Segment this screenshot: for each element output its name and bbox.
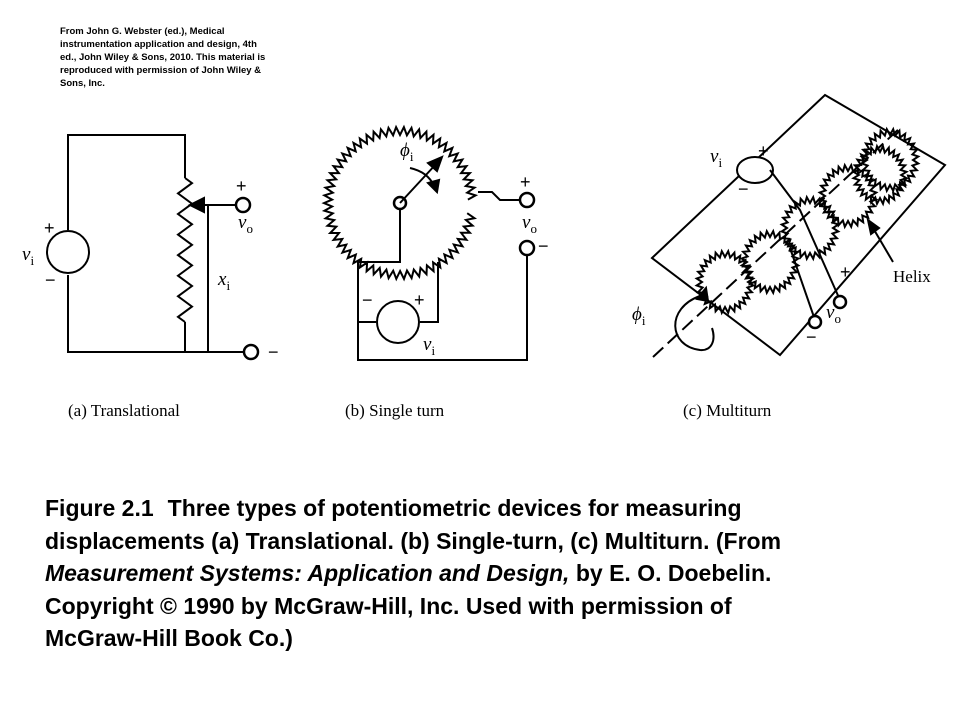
output-terminal-plus	[234, 196, 252, 214]
helix-pointer	[872, 227, 894, 263]
source-voltage-label: vi	[423, 334, 435, 358]
output-plus-sign: +	[236, 176, 247, 196]
caption-line: McGraw-Hill Book Co.)	[45, 625, 293, 651]
helix-label: Helix	[893, 267, 931, 286]
output-minus-sign: −	[538, 236, 549, 256]
circuit-wire	[420, 262, 439, 323]
source-plus-sign: +	[414, 290, 425, 310]
output-terminal-minus	[518, 239, 536, 257]
book-title: Measurement Systems: Application and Des…	[45, 560, 570, 586]
output-terminal-minus	[242, 343, 260, 361]
source-plus-sign: +	[44, 218, 55, 238]
voltage-source	[376, 300, 420, 344]
caption-line: Copyright © 1990 by McGraw-Hill, Inc. Us…	[45, 592, 732, 619]
source-note: From John G. Webster (ed.), Medical inst…	[60, 25, 310, 90]
caption-author: by E. O. Doebelin.	[569, 560, 772, 586]
caption-title: Three types of potentiometric devices fo…	[167, 495, 742, 521]
output-voltage-label: vo	[826, 302, 841, 326]
source-voltage-label: vi	[710, 146, 722, 170]
output-plus-sign: +	[840, 262, 851, 282]
rotation-arrowhead	[695, 285, 710, 303]
angle-label: ϕi	[632, 304, 646, 328]
source-note-line: reproduced with permission of John Wiley…	[60, 65, 262, 76]
output-voltage-label: vo	[238, 212, 253, 236]
circuit-wire	[769, 169, 841, 301]
panel-label-c: (c) Multiturn	[683, 401, 772, 420]
caption-line: Figure 2.1 Three types of potentiometric …	[45, 492, 925, 525]
helix-coil	[694, 248, 756, 316]
voltage-source	[736, 156, 774, 184]
caption-line: Measurement Systems: Application and Des…	[45, 557, 925, 590]
source-minus-sign: −	[738, 179, 749, 199]
output-terminal-plus	[832, 294, 848, 310]
panel-single-turn: ϕi − + vi + − vo (b) Single turn	[321, 124, 549, 420]
panel-multiturn: + − vi + − vo Helix ϕi (c) Multiturn	[632, 93, 947, 420]
circuit-wire	[357, 255, 528, 361]
source-plus-sign: +	[758, 141, 769, 161]
source-note-line: From John G. Webster (ed.), Medical	[60, 26, 225, 37]
figure-number: Figure 2.1	[45, 495, 154, 521]
output-voltage-label: vo	[522, 212, 537, 236]
output-plus-sign: +	[520, 172, 531, 192]
source-voltage-label: vi	[22, 244, 34, 268]
panel-translational: + − vi + − vo xi (a) Translational	[22, 134, 279, 420]
wiper-arrow	[187, 196, 205, 214]
output-terminal-plus	[518, 191, 536, 209]
output-terminal-minus	[807, 314, 823, 330]
circuit-wire	[67, 134, 186, 230]
circuit-board-outline	[650, 93, 947, 357]
figure-caption: Figure 2.1 Three types of potentiometric …	[45, 492, 925, 655]
circuit-wire	[789, 247, 816, 321]
source-minus-sign: −	[45, 270, 56, 290]
source-note-line: Sons, Inc.	[60, 78, 105, 89]
resistive-ring	[321, 124, 479, 282]
source-minus-sign: −	[362, 290, 373, 310]
resistor-zigzag	[176, 177, 194, 323]
rotation-axis	[652, 127, 901, 358]
panel-label-a: (a) Translational	[68, 401, 180, 420]
voltage-source	[46, 230, 90, 274]
circuit-wire	[478, 191, 520, 201]
potentiometer-diagram: + − vi + − vo xi (a) Translational ϕi	[22, 93, 947, 420]
caption-line: displacements (a) Translational. (b) Sin…	[45, 527, 782, 554]
helix-coil	[851, 143, 909, 207]
rotation-arrowhead	[426, 178, 441, 195]
wiper-arm	[399, 162, 438, 204]
circuit-wire	[357, 209, 401, 323]
displacement-label: xi	[217, 269, 230, 293]
output-minus-sign: −	[806, 327, 817, 347]
source-note-line: instrumentation application and design, …	[60, 39, 257, 50]
rotation-arrow	[674, 295, 715, 352]
angle-label: ϕi	[400, 140, 414, 164]
helix-coil	[739, 228, 801, 296]
panel-label-b: (b) Single turn	[345, 401, 445, 420]
source-note-line: ed., John Wiley & Sons, 2010. This mater…	[60, 52, 266, 63]
output-minus-sign: −	[268, 342, 279, 362]
helix-pointer-arrow	[866, 217, 881, 236]
wiper-arrow	[426, 155, 444, 173]
